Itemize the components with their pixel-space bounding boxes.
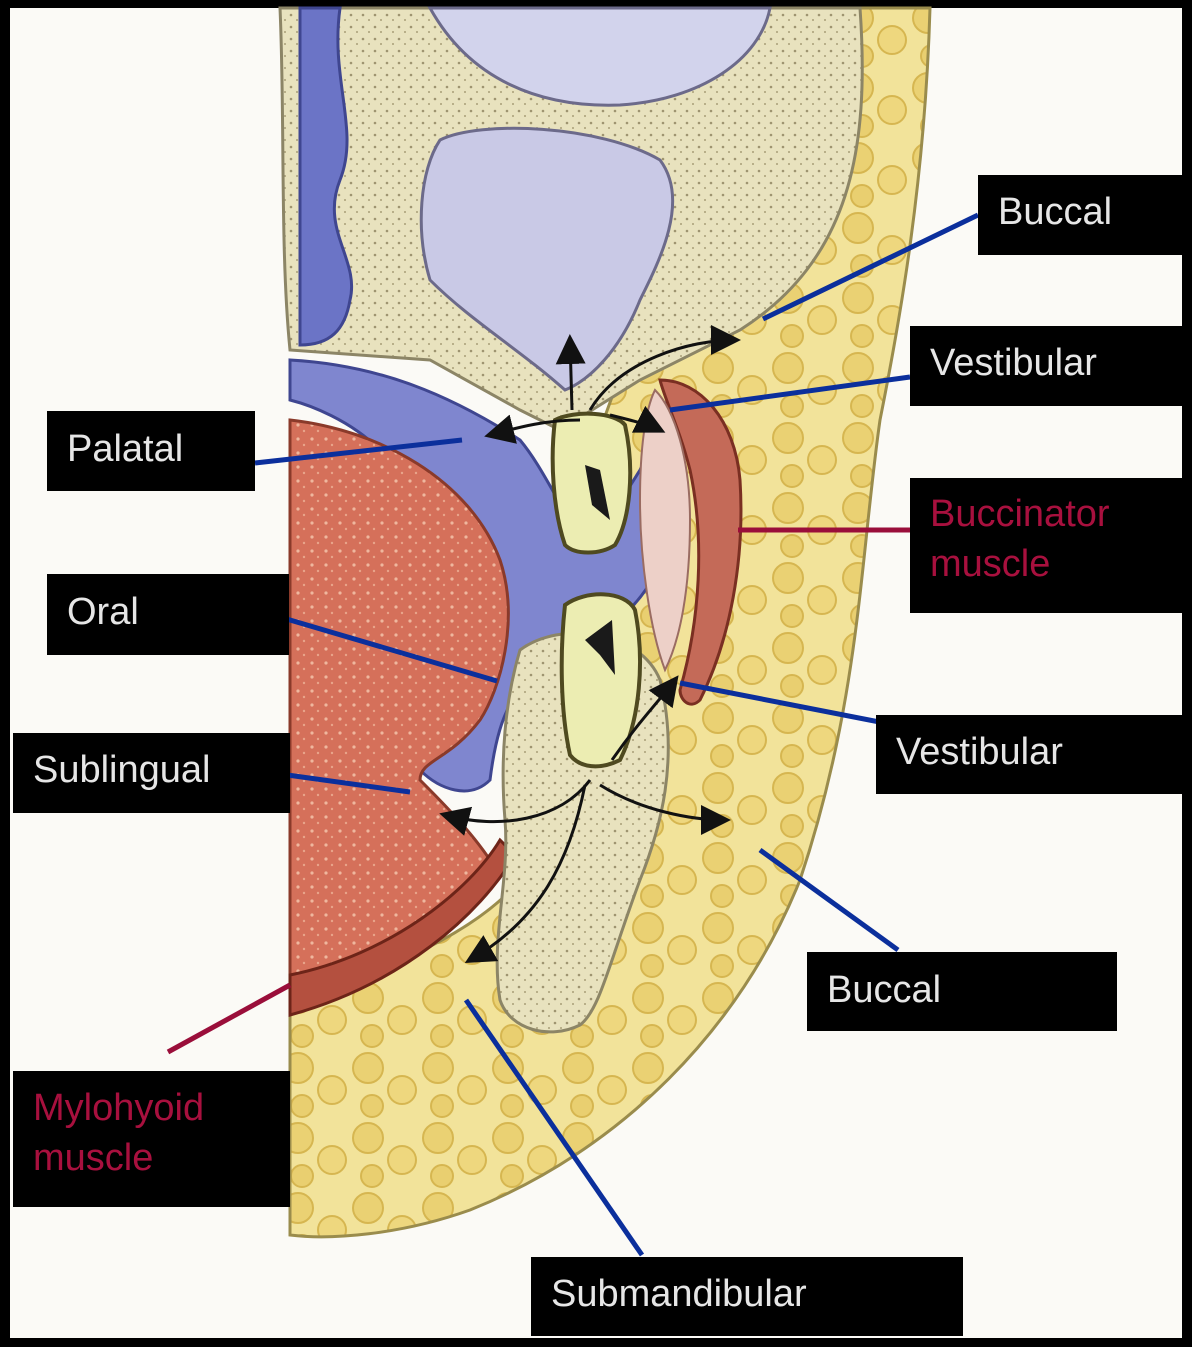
label-buccinator-muscle: Buccinator muscle	[910, 478, 1186, 613]
label-mylohyoid-muscle: Mylohyoid muscle	[13, 1071, 290, 1207]
label-buccal-upper: Buccal	[978, 175, 1186, 255]
label-buccal-lower: Buccal	[807, 952, 1117, 1031]
label-submandibular: Submandibular	[531, 1257, 963, 1336]
label-palatal: Palatal	[47, 411, 255, 491]
lower-molar	[562, 594, 640, 766]
label-oral: Oral	[47, 574, 289, 655]
label-sublingual: Sublingual	[13, 733, 290, 813]
label-vestibular-upper: Vestibular	[910, 326, 1186, 406]
label-vestibular-lower: Vestibular	[876, 715, 1186, 794]
